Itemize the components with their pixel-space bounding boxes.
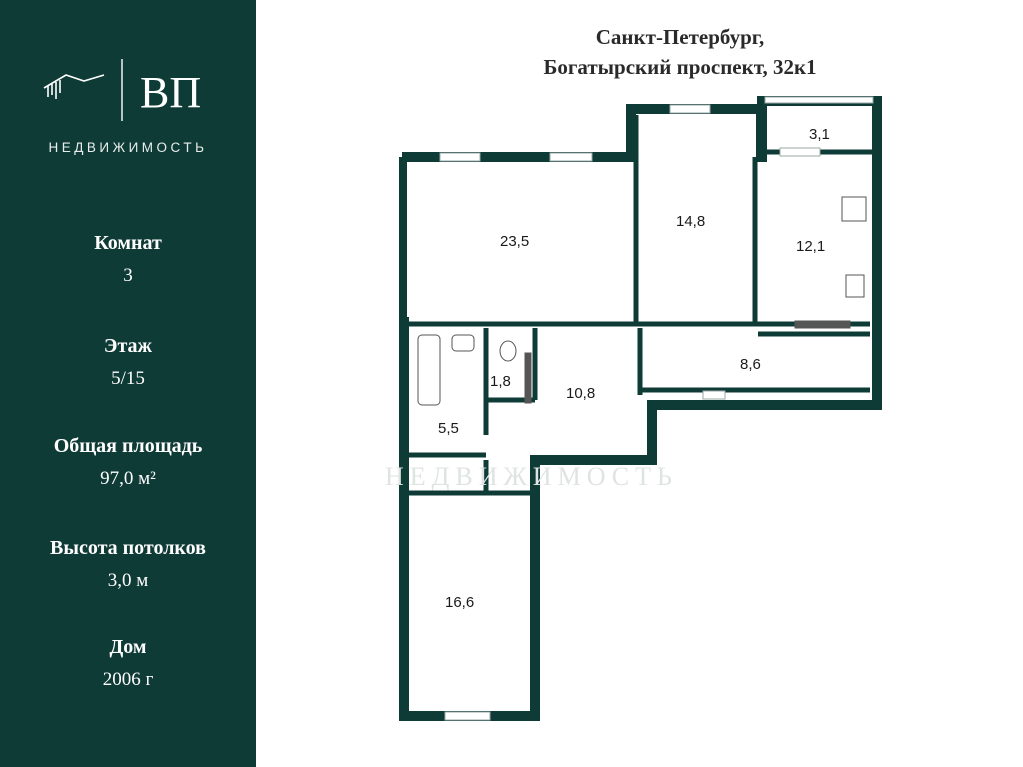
stat-label: Комнат	[94, 232, 162, 254]
stat-rooms: Комнат 3	[0, 232, 256, 287]
address-title: Санкт-Петербург, Богатырский проспект, 3…	[380, 22, 980, 82]
address-street: Богатырский проспект, 32к1	[543, 55, 817, 79]
room-area-bathroom: 5,5	[438, 420, 459, 437]
stat-value: 3,0 м	[107, 570, 149, 591]
floor-plan: НЕДВИЖИМОСТЬ 23,5 14,8 3,1 12,1 5,5 1,8 …	[385, 96, 882, 721]
room-area-kitchen: 12,1	[796, 238, 825, 255]
stove-icon	[841, 196, 867, 222]
room-area-hall: 10,8	[566, 385, 595, 402]
stat-floor: Этаж 5/15	[0, 335, 256, 390]
room-area-corridor: 8,6	[740, 356, 761, 373]
radiator-icon	[794, 320, 851, 329]
house-icon	[43, 74, 105, 99]
radiator-icon	[524, 352, 532, 404]
stat-label: Высота потолков	[50, 537, 206, 559]
brand-logo: ВП	[43, 59, 201, 121]
room-area-bedroom-south: 16,6	[445, 594, 474, 611]
address-city: Санкт-Петербург,	[595, 25, 765, 49]
stat-value: 2006 г	[102, 669, 154, 690]
stat-total-area: Общая площадь 97,0 м²	[0, 435, 256, 490]
windows	[439, 96, 874, 721]
stat-label: Этаж	[103, 335, 153, 357]
kitchen-sink-icon	[845, 274, 865, 298]
stat-value: 5/15	[111, 368, 145, 389]
room-area-bedroom-north: 14,8	[676, 213, 705, 230]
fixtures	[417, 196, 867, 406]
stat-label: Дом	[109, 636, 147, 658]
toilet-icon	[499, 340, 517, 362]
watermark-text: НЕДВИЖИМОСТЬ	[385, 462, 678, 491]
brand-name: ВП	[140, 68, 201, 117]
info-sidebar: ВП НЕДВИЖИМОСТЬ Комнат 3 Этаж 5/15 Общая…	[0, 0, 256, 767]
stat-ceiling-height: Высота потолков 3,0 м	[0, 537, 256, 592]
bathtub-icon	[417, 334, 441, 406]
stat-building-year: Дом 2006 г	[0, 636, 256, 691]
room-area-toilet: 1,8	[490, 373, 511, 390]
brand-subtitle: НЕДВИЖИМОСТЬ	[48, 140, 208, 155]
stat-label: Общая площадь	[53, 435, 203, 457]
room-area-living: 23,5	[500, 233, 529, 250]
room-area-balcony: 3,1	[809, 126, 830, 143]
stat-value: 97,0 м²	[100, 468, 156, 489]
stat-value: 3	[123, 265, 133, 286]
sink-icon	[451, 334, 475, 352]
